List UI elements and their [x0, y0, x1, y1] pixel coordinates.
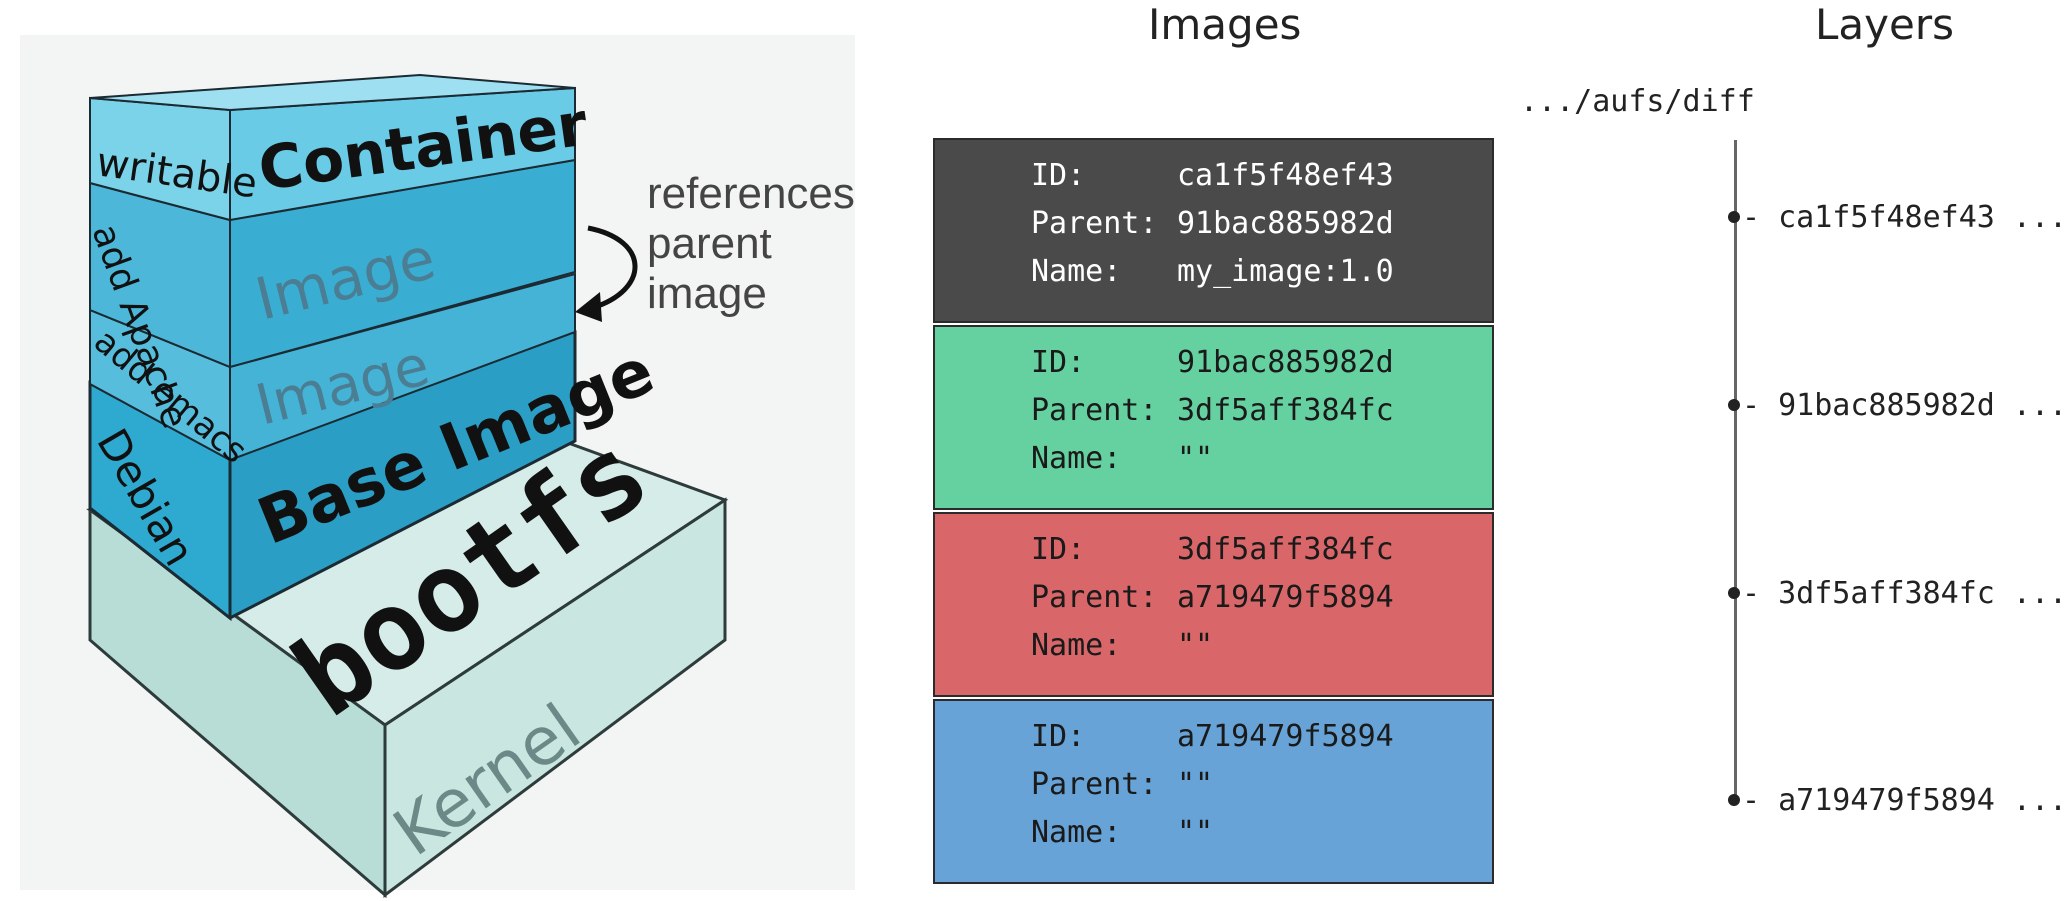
layers-header: Layers — [1815, 0, 1954, 49]
container-block — [89, 73, 576, 222]
image-field-key: ID: — [1031, 158, 1086, 193]
image-field-key: Name: — [1031, 815, 1122, 850]
image-field-row: Name: "" — [1031, 815, 1213, 851]
image-field-value: "" — [1177, 628, 1214, 663]
layer-dash-icon: - — [1742, 576, 1779, 611]
annotation-line-3: image — [647, 269, 767, 318]
image-field-value: 91bac885982d — [1177, 206, 1394, 241]
image-field-value: a719479f5894 — [1177, 719, 1394, 754]
image-field-key: Name: — [1031, 441, 1122, 476]
layer-entry: - ca1f5f48ef43 ... — [1728, 200, 2067, 236]
layer-node-icon — [1728, 793, 1740, 806]
image-field-key: ID: — [1031, 719, 1086, 754]
image-field-row: Parent: 91bac885982d — [1031, 206, 1394, 242]
apache-image-block — [89, 158, 576, 369]
image-field-row: ID: a719479f5894 — [1031, 719, 1394, 755]
images-header: Images — [1148, 0, 1302, 49]
layer-dash-icon: - — [1742, 200, 1779, 235]
image-field-key: Parent: — [1031, 767, 1158, 802]
references-arrow-icon — [587, 225, 638, 311]
layer-dash-icon: - — [1742, 783, 1779, 818]
image-field-key: Parent: — [1031, 580, 1158, 615]
image-field-row: Name: "" — [1031, 628, 1213, 664]
image-field-value: 91bac885982d — [1177, 345, 1394, 380]
layer-entry: - a719479f5894 ... — [1728, 783, 2067, 819]
image-field-row: Name: "" — [1031, 441, 1213, 477]
layer-node-icon — [1728, 210, 1740, 223]
layer-label: a719479f5894 ... — [1778, 783, 2068, 818]
image-field-key: Parent: — [1031, 393, 1158, 428]
layer-label: 91bac885982d ... — [1778, 388, 2068, 423]
image-field-row: Name: my_image:1.0 — [1031, 254, 1394, 290]
image-field-row: ID: ca1f5f48ef43 — [1031, 158, 1394, 194]
layer-node-icon — [1728, 586, 1740, 599]
image-field-key: Name: — [1031, 628, 1122, 663]
image-field-key: Name: — [1031, 254, 1122, 289]
image-field-value: 3df5aff384fc — [1177, 393, 1394, 428]
image-field-key: Parent: — [1031, 206, 1158, 241]
image-field-row: ID: 3df5aff384fc — [1031, 532, 1394, 568]
image-field-value: "" — [1177, 767, 1214, 802]
image-field-key: ID: — [1031, 532, 1086, 567]
layer-stack-diagram: writable add Apache add emacs Debian Con… — [20, 35, 855, 899]
image-field-value: my_image:1.0 — [1177, 254, 1394, 289]
image-field-value: ca1f5f48ef43 — [1177, 158, 1394, 193]
image-field-row: ID: 91bac885982d — [1031, 345, 1394, 381]
image-field-row: Parent: a719479f5894 — [1031, 580, 1394, 616]
layer-entry: - 91bac885982d ... — [1728, 388, 2067, 424]
layer-entry: - 3df5aff384fc ... — [1728, 576, 2067, 612]
layer-label: ca1f5f48ef43 ... — [1778, 200, 2068, 235]
annotation-line-1: references — [647, 169, 855, 218]
arrowhead-icon — [575, 292, 602, 322]
image-field-row: Parent: "" — [1031, 767, 1213, 803]
image-field-key: ID: — [1031, 345, 1086, 380]
image-field-value: "" — [1177, 441, 1214, 476]
image-field-value: "" — [1177, 815, 1214, 850]
image-field-row: Parent: 3df5aff384fc — [1031, 393, 1394, 429]
image-field-value: 3df5aff384fc — [1177, 532, 1394, 567]
annotation-line-2: parent — [647, 219, 772, 268]
aufs-diff-path: .../aufs/diff — [1520, 84, 1755, 119]
layer-label: 3df5aff384fc ... — [1778, 576, 2068, 611]
image-field-value: a719479f5894 — [1177, 580, 1394, 615]
layer-timeline — [1734, 140, 1737, 804]
layer-dash-icon: - — [1742, 388, 1779, 423]
layer-node-icon — [1728, 398, 1740, 411]
